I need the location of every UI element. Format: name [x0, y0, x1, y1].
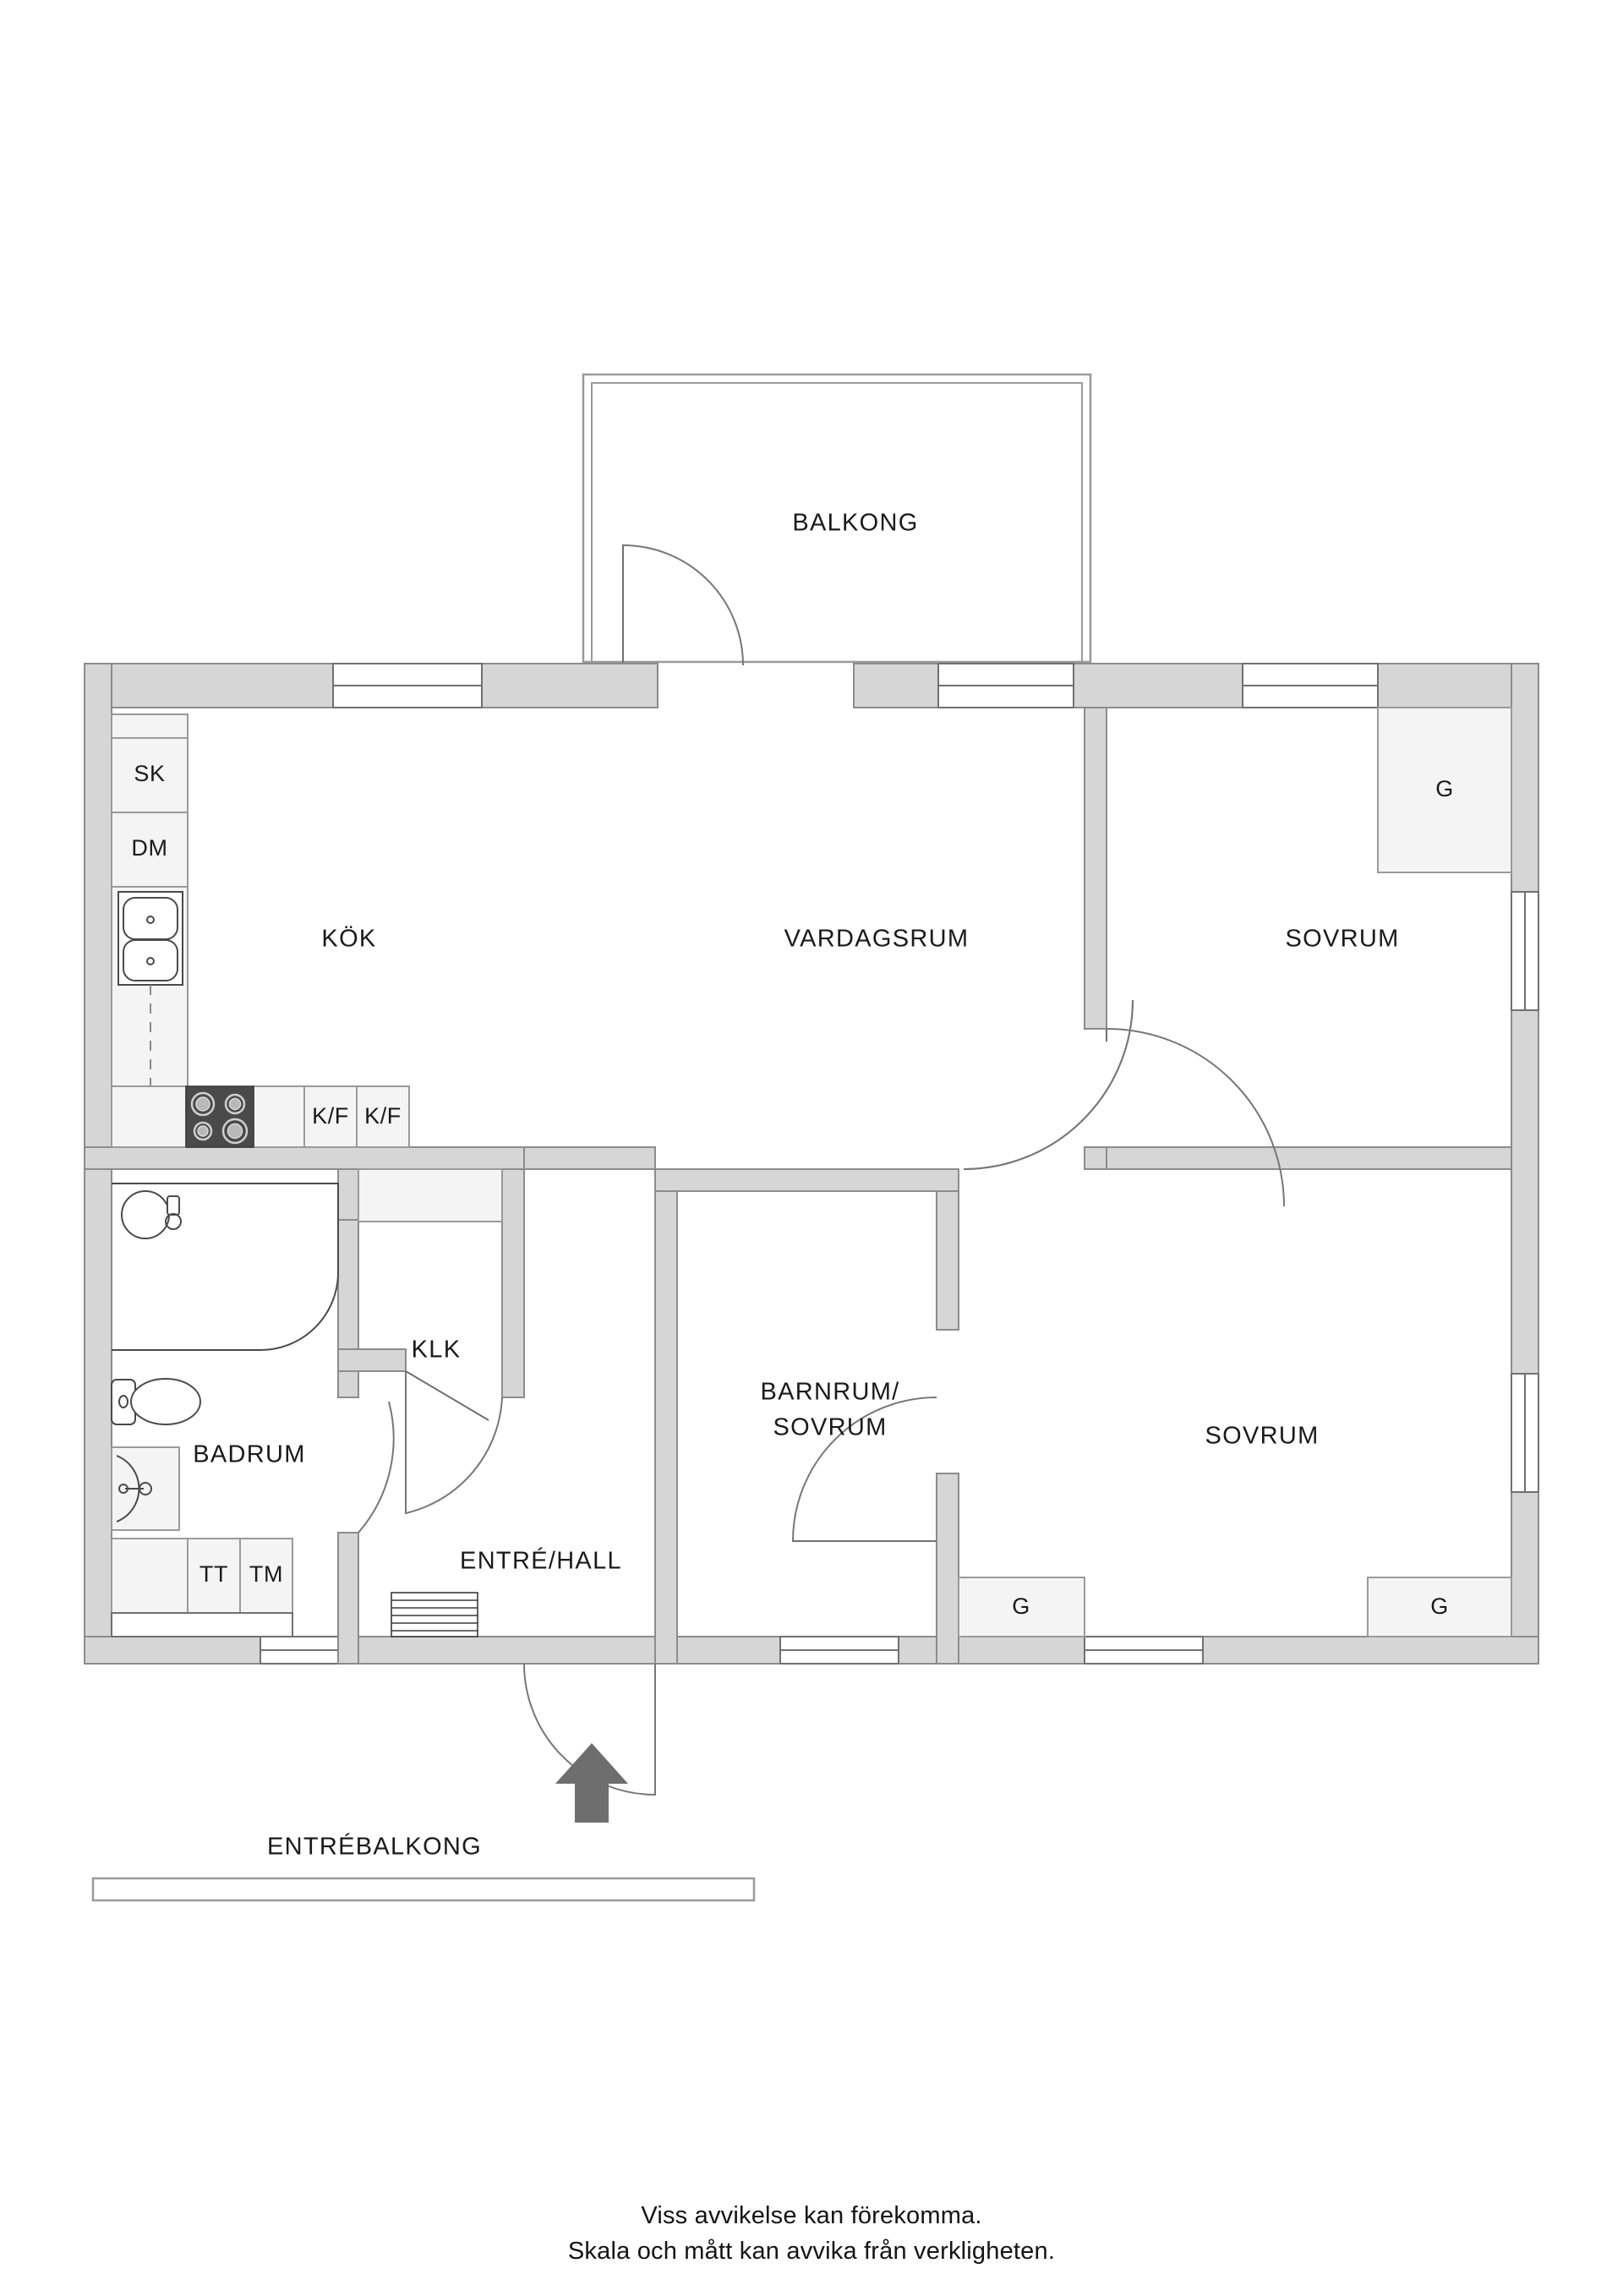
fixture-label-kf-1: K/F: [312, 1103, 349, 1129]
window-right-sovrum-ne: [1511, 891, 1539, 1011]
window-top-sovrum: [1242, 663, 1379, 708]
fixture-label-sk: SK: [134, 761, 165, 786]
klk-shelf: [358, 1168, 503, 1222]
laundry-row: [111, 1538, 293, 1637]
interior-wall-barnrum-right-lower: [936, 1473, 959, 1665]
room-label-sovrum-ne: SOVRUM: [1285, 926, 1399, 953]
toilet-icon: [111, 1378, 201, 1425]
window-bottom-badrum: [260, 1636, 346, 1665]
door-swing-klk: [405, 1370, 503, 1515]
balcony-outline: [582, 373, 1092, 664]
fixture-label-dm: DM: [131, 835, 167, 861]
kitchen-counter-bottom: [111, 1085, 410, 1148]
room-label-barnrum-line1: BARNRUM/: [760, 1379, 899, 1406]
room-label-badrum: BADRUM: [193, 1441, 305, 1468]
interior-wall-barnrum-top: [654, 1168, 959, 1192]
double-sink-icon: [117, 891, 183, 986]
interior-wall-hall-barnrum: [654, 1168, 678, 1665]
balcony-door-swing: [622, 544, 744, 666]
footer-line-1: Viss avvikelse kan förekomma.: [641, 2202, 982, 2229]
entrance-direction-arrow: [555, 1743, 628, 1823]
interior-wall-barnrum-right-upper: [936, 1168, 959, 1331]
shower-icon: [112, 1183, 339, 1351]
washbasin-icon: [111, 1446, 180, 1531]
window-top-vardagsrum: [937, 663, 1074, 708]
interior-wall-hall-top: [523, 1146, 656, 1170]
door-swing-barnrum: [791, 1397, 937, 1542]
fixture-label-kf-2: K/F: [364, 1103, 402, 1129]
wardrobe-s2: [1367, 1577, 1512, 1637]
wardrobe-label-ne: G: [1435, 776, 1454, 801]
room-label-barnrum-line2: SOVRUM: [773, 1414, 887, 1441]
wardrobe-label-s1: G: [1012, 1594, 1030, 1619]
stove-icon: [185, 1085, 254, 1148]
door-swing-hall-sovrumse: [963, 999, 1134, 1170]
radiator-icon: [391, 1592, 478, 1637]
room-label-sovrum-se: SOVRUM: [1205, 1423, 1319, 1450]
exterior-wall-top: [84, 663, 1539, 708]
footer-line-2: Skala och mått kan avvika från verklighe…: [567, 2238, 1056, 2265]
room-label-entre-hall: ENTRÉ/HALL: [460, 1547, 622, 1575]
entrance-balcony-rail: [91, 1877, 756, 1902]
room-label-kok: KÖK: [321, 926, 376, 953]
interior-wall-klk-bottom-left: [337, 1348, 407, 1372]
balcony-label: BALKONG: [792, 510, 918, 537]
wardrobe-label-s2: G: [1430, 1594, 1449, 1619]
interior-wall-kok-hall: [84, 1146, 525, 1170]
exterior-wall-right: [1511, 663, 1539, 1665]
interior-wall-sovrumne-sovrumse: [1084, 1146, 1512, 1170]
interior-wall-klk-right: [501, 1168, 525, 1398]
window-bottom-barnrum: [779, 1636, 899, 1665]
entrance-balcony-label: ENTRÉBALKONG: [267, 1833, 482, 1861]
door-swing-badrum: [358, 1401, 395, 1533]
fixture-label-tm: TM: [249, 1561, 283, 1587]
interior-wall-badrum-top: [337, 1168, 359, 1221]
window-bottom-sovrum-se: [1084, 1636, 1204, 1665]
room-label-klk: KLK: [412, 1337, 462, 1364]
interior-wall-stub: [1084, 1146, 1107, 1170]
door-swing-sovrumne: [1106, 1028, 1285, 1207]
wardrobe-ne: [1377, 707, 1512, 873]
interior-wall-badrum-bottom: [337, 1532, 359, 1665]
room-label-vardagsrum: VARDAGSRUM: [784, 926, 970, 953]
wardrobe-s1: [958, 1577, 1085, 1637]
door-swing-entrance: [523, 1663, 656, 1796]
interior-wall-vardagsrum-sovrumne: [1084, 707, 1107, 1030]
window-right-sovrum-se: [1511, 1373, 1539, 1493]
footer-disclaimer: Viss avvikelse kan förekomma. Skala och …: [0, 2198, 1623, 2269]
window-top-kok: [332, 663, 483, 708]
fixture-label-tt: TT: [199, 1561, 228, 1587]
